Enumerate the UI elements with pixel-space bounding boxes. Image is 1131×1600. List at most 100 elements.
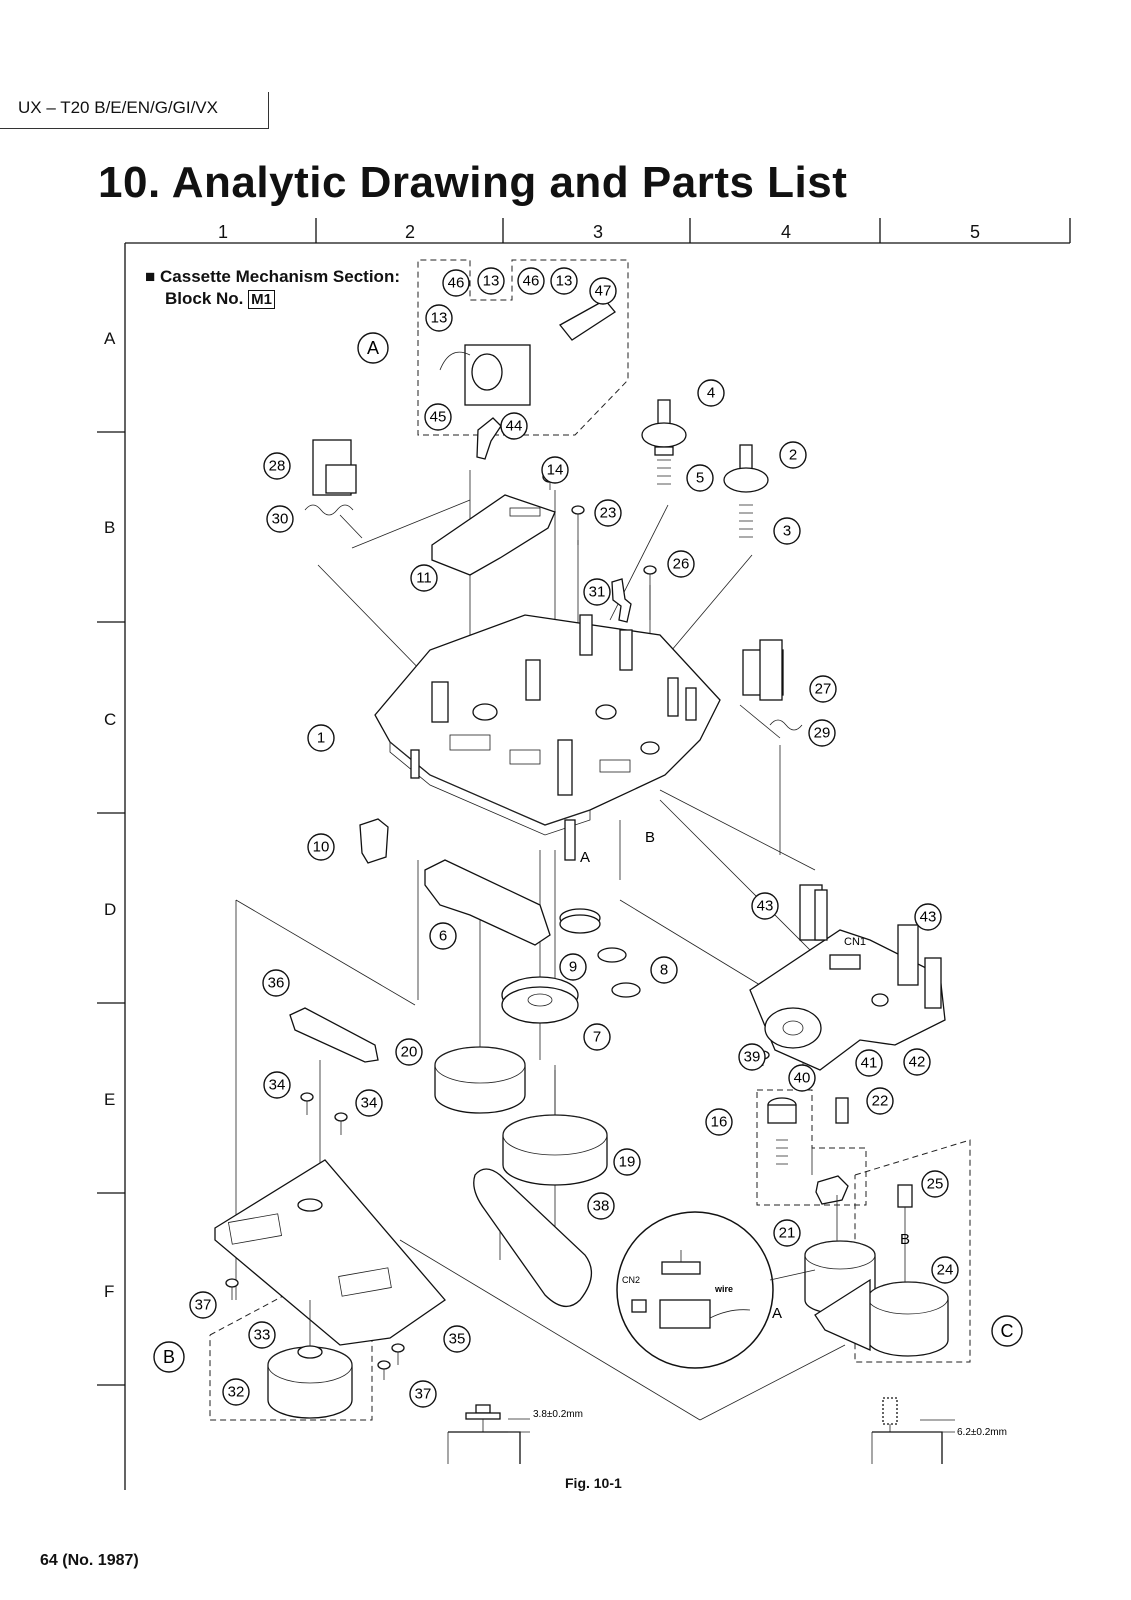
inset-detail <box>616 1211 816 1369</box>
callout-circle <box>779 441 807 469</box>
model-number: UX – T20 B/E/EN/G/GI/VX <box>18 98 218 117</box>
callout-circle <box>410 564 438 592</box>
bottom-plate-35 <box>214 1159 446 1346</box>
motor-45 <box>439 299 616 406</box>
callout-part-32: 32 <box>222 1378 250 1406</box>
callout-part-31: 31 <box>583 578 611 606</box>
gear-8 <box>597 947 641 998</box>
callout-circle <box>583 578 611 606</box>
callout-number: 45 <box>430 409 447 426</box>
group-c-outline <box>854 1139 971 1363</box>
callout-part-34: 34 <box>263 1071 291 1099</box>
pcb-board <box>749 884 946 1071</box>
spec-right <box>871 1397 955 1464</box>
callout-number: 10 <box>313 839 330 856</box>
callout-circle <box>921 1170 949 1198</box>
callout-part-25: 25 <box>921 1170 949 1198</box>
group-label-text: A <box>367 338 379 358</box>
callout-number: 14 <box>547 462 564 479</box>
callout-circle <box>424 403 452 431</box>
callout-circle <box>667 550 695 578</box>
callout-circle <box>589 277 617 305</box>
callout-number: 22 <box>872 1093 889 1110</box>
callout-number: 7 <box>593 1029 601 1046</box>
callout-circle <box>425 304 453 332</box>
flywheel-19 <box>502 1065 608 1186</box>
callout-circle <box>477 267 505 295</box>
callout-part-40: 40 <box>788 1064 816 1092</box>
head-27 <box>739 639 803 739</box>
main-chassis <box>374 614 721 861</box>
section-bullet: ■ <box>145 267 156 286</box>
screw-37-a <box>225 1278 239 1300</box>
callout-circle <box>613 1148 641 1176</box>
group-label-text: B <box>163 1347 175 1367</box>
pin-22 <box>835 1097 849 1124</box>
callout-part-16: 16 <box>705 1108 733 1136</box>
callout-circle <box>541 456 569 484</box>
callout-part-1: 1 <box>307 724 335 752</box>
callout-part-20: 20 <box>395 1038 423 1066</box>
callout-circle <box>517 267 545 295</box>
callout-number: 28 <box>269 458 286 475</box>
callout-part-24: 24 <box>931 1256 959 1284</box>
switch-10 <box>359 818 389 864</box>
callout-part-42: 42 <box>903 1048 931 1076</box>
callout-circle <box>500 412 528 440</box>
screw-34-b <box>334 1112 348 1135</box>
connector-label: CN1 <box>844 936 866 948</box>
callout-number: 29 <box>814 725 831 742</box>
gear-9 <box>559 908 601 934</box>
dim-right: 6.2±0.2mm <box>957 1427 1007 1438</box>
callout-number: 33 <box>254 1327 271 1344</box>
callout-circle <box>808 719 836 747</box>
callout-part-27: 27 <box>809 675 837 703</box>
callout-circle <box>189 1291 217 1319</box>
callout-circle <box>914 903 942 931</box>
callout-circle <box>587 1192 615 1220</box>
callout-number: 23 <box>600 505 617 522</box>
callout-number: 37 <box>195 1297 212 1314</box>
callout-number: 13 <box>556 273 573 290</box>
callout-number: 13 <box>431 310 448 327</box>
callout-part-44: 44 <box>500 412 528 440</box>
callout-part-34: 34 <box>355 1089 383 1117</box>
grid-row-d: D <box>104 900 117 919</box>
callout-number: 19 <box>619 1154 636 1171</box>
callout-number: 5 <box>696 470 704 487</box>
block-code: M1 <box>248 290 275 309</box>
group-label-text: C <box>1001 1321 1014 1341</box>
point-label-a2: A <box>772 1305 782 1322</box>
callout-part-19: 19 <box>613 1148 641 1176</box>
callout-circle <box>355 1089 383 1117</box>
spec-left <box>447 1404 530 1464</box>
callout-number: 46 <box>523 273 540 290</box>
callout-part-22: 22 <box>866 1087 894 1115</box>
plate-11 <box>431 494 556 576</box>
callout-number: 34 <box>361 1095 378 1112</box>
callout-number: 9 <box>569 959 577 976</box>
callout-number: 43 <box>920 909 937 926</box>
callout-part-4: 4 <box>697 379 725 407</box>
callout-number: 38 <box>593 1198 610 1215</box>
callout-circle <box>773 517 801 545</box>
page-number: 64 (No. 1987) <box>40 1552 139 1569</box>
callout-circle <box>738 1043 766 1071</box>
arm-44 <box>476 417 502 460</box>
callout-circle <box>395 1038 423 1066</box>
callout-part-2: 2 <box>779 441 807 469</box>
grid-col-4: 4 <box>780 222 791 242</box>
callout-circle <box>307 724 335 752</box>
callout-number: 1 <box>317 730 325 747</box>
callout-circle <box>697 379 725 407</box>
callout-part-36: 36 <box>262 969 290 997</box>
callout-number: 30 <box>272 511 289 528</box>
callout-part-3: 3 <box>773 517 801 545</box>
group-label-circle <box>153 1341 185 1373</box>
callout-circle <box>266 505 294 533</box>
section-title: Cassette Mechanism Section: <box>160 267 400 286</box>
callout-number: 31 <box>589 584 606 601</box>
head-28 <box>304 439 363 539</box>
